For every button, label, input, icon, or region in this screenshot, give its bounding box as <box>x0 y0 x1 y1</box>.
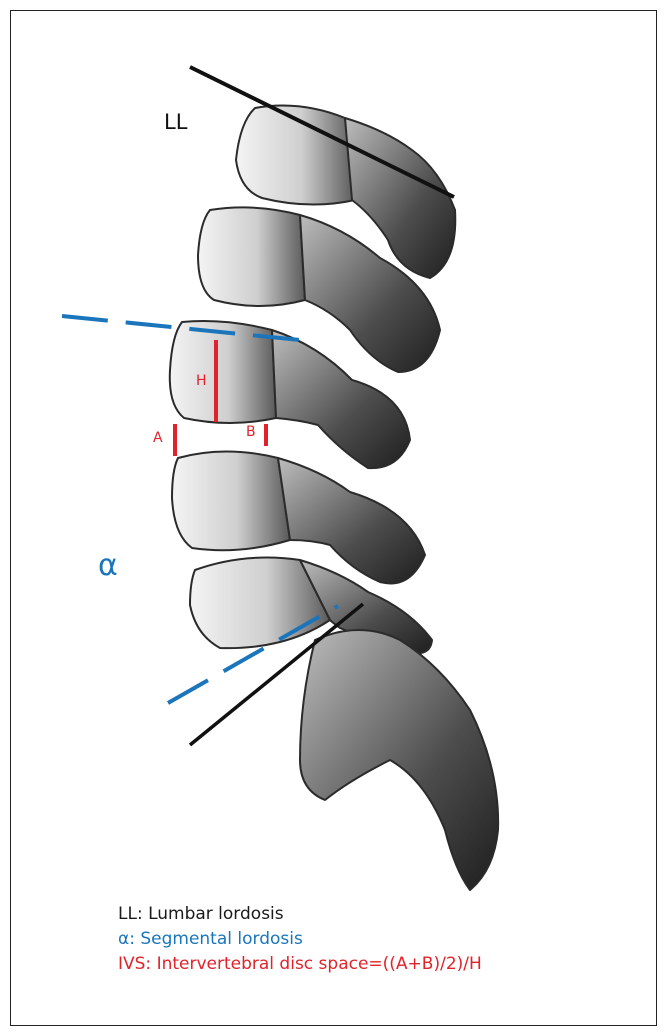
legend: LL: Lumbar lordosis α: Segmental lordosi… <box>118 902 482 977</box>
vertebra-l2 <box>198 207 305 306</box>
legend-ivs: IVS: Intervertebral disc space=((A+B)/2)… <box>118 952 482 977</box>
a-label: A <box>153 430 163 446</box>
b-label: B <box>246 424 256 440</box>
ll-label: LL <box>164 110 187 134</box>
legend-alpha: α: Segmental lordosis <box>118 927 482 952</box>
legend-ll: LL: Lumbar lordosis <box>118 902 482 927</box>
lumbar-spine-illustration <box>170 106 498 890</box>
sacrum <box>300 630 498 890</box>
h-label: H <box>196 373 207 389</box>
vertebra-l4 <box>172 452 290 551</box>
alpha-label: α <box>98 548 118 583</box>
disc-l3-l4 <box>178 424 278 452</box>
